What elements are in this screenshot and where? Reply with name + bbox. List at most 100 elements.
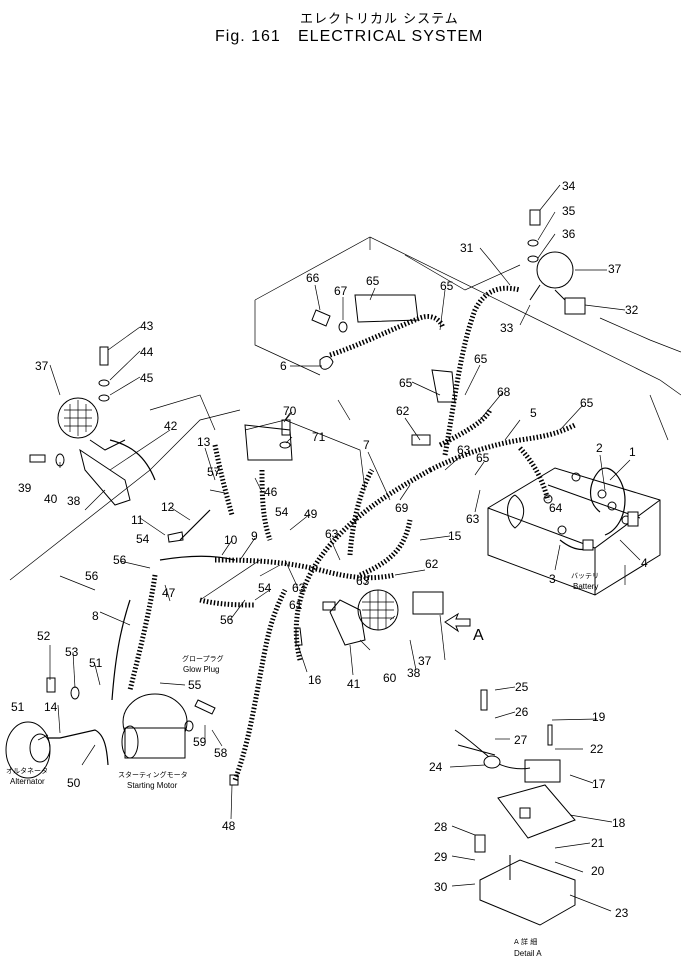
callout-63-e: 63 [356, 574, 370, 588]
callout-13: 13 [197, 435, 211, 449]
figure-title: ELECTRICAL SYSTEM [298, 28, 484, 45]
callout-22: 22 [590, 742, 604, 756]
callout-55: 55 [188, 678, 202, 692]
work-lamp-front [329, 589, 444, 646]
glow-plug-caption-jp: グロープラグ [182, 654, 224, 663]
wire-harness [40, 285, 577, 781]
starting-motor-caption-en: Starting Motor [127, 781, 178, 790]
work-lamp-left [57, 397, 131, 506]
callout-30: 30 [434, 880, 448, 894]
callout-68: 68 [497, 385, 511, 399]
part-callouts: 1 2 3 4 5 6 7 8 9 10 11 12 13 14 15 16 1… [11, 179, 648, 920]
battery-assembly [487, 467, 661, 596]
callout-62-a: 62 [396, 404, 410, 418]
callout-28: 28 [434, 820, 448, 834]
callout-20: 20 [591, 864, 605, 878]
callout-41: 41 [347, 677, 361, 691]
callout-65-b: 65 [440, 279, 454, 293]
callout-65-f: 65 [476, 451, 490, 465]
alternator-caption-jp: オルタネータ [6, 766, 48, 775]
starting-motor-caption-jp: スターティングモータ [118, 770, 188, 779]
callout-71: 71 [312, 430, 326, 444]
callout-12: 12 [161, 500, 175, 514]
callout-57: 57 [207, 465, 221, 479]
callout-5: 5 [530, 406, 537, 420]
callout-51-left: 51 [11, 700, 25, 714]
callout-11: 11 [131, 513, 144, 527]
callout-54-a: 54 [275, 505, 289, 519]
callout-29: 29 [434, 850, 448, 864]
battery-caption-jp: バッテリ [571, 572, 599, 580]
callout-36: 36 [562, 227, 576, 241]
callout-19: 19 [592, 710, 606, 724]
callout-18: 18 [612, 816, 626, 830]
detail-caption-en: Detail A [514, 949, 542, 958]
callout-54-c: 54 [258, 581, 272, 595]
callout-31: 31 [460, 241, 474, 255]
callout-60: 60 [383, 671, 397, 685]
callout-56-c: 56 [220, 613, 234, 627]
callout-10: 10 [224, 533, 238, 547]
glow-plug-caption-en: Glow Plug [183, 665, 219, 674]
component-captions: バッテリ Battery グロープラグ Glow Plug オルタネータ Alt… [6, 572, 599, 958]
callout-37-left: 37 [35, 359, 49, 373]
leader-lines [37, 184, 641, 912]
machine-outline [9, 236, 681, 601]
alternator [5, 721, 51, 779]
figure-number: Fig. 161 [215, 28, 281, 45]
callout-56-b: 56 [85, 569, 99, 583]
callout-65-c: 65 [474, 352, 488, 366]
view-arrow-a [444, 612, 471, 633]
callout-63-a: 63 [457, 443, 471, 457]
callout-69: 69 [395, 501, 409, 515]
callout-7: 7 [363, 438, 370, 452]
callout-23: 23 [615, 906, 629, 920]
callout-38-left: 38 [67, 494, 81, 508]
callout-63-d: 63 [292, 581, 306, 595]
alternator-caption-en: Alternator [10, 777, 45, 786]
callout-24: 24 [429, 760, 443, 774]
callout-38-front: 38 [407, 666, 421, 680]
callout-65-e: 65 [580, 396, 594, 410]
callout-6: 6 [280, 359, 287, 373]
callout-25: 25 [515, 680, 529, 694]
callout-66: 66 [306, 271, 320, 285]
callout-15: 15 [448, 529, 462, 543]
callout-49: 49 [304, 507, 318, 521]
callout-65-a: 65 [366, 274, 380, 288]
callout-34: 34 [562, 179, 576, 193]
callout-32: 32 [625, 303, 639, 317]
callout-16: 16 [308, 673, 322, 687]
callout-40: 40 [44, 492, 58, 506]
view-arrow-label: A [473, 627, 484, 644]
callout-45: 45 [140, 371, 154, 385]
callout-1: 1 [629, 445, 636, 459]
callout-26: 26 [515, 705, 529, 719]
callout-54-b: 54 [136, 532, 150, 546]
callout-56-a: 56 [113, 553, 127, 567]
callout-64: 64 [549, 501, 563, 515]
callout-51-mid: 51 [89, 656, 103, 670]
callout-62-b: 62 [425, 557, 439, 571]
callout-42: 42 [164, 419, 178, 433]
callout-33: 33 [500, 321, 514, 335]
callout-70: 70 [283, 404, 297, 418]
callout-21: 21 [591, 836, 605, 850]
callout-65-d: 65 [399, 376, 413, 390]
work-lamp-rear [529, 251, 586, 315]
battery-caption-en: Battery [573, 582, 598, 591]
callout-67: 67 [334, 284, 348, 298]
callout-63-c: 63 [325, 527, 339, 541]
callout-46: 46 [264, 485, 278, 499]
callout-3: 3 [549, 572, 556, 586]
callout-27: 27 [514, 733, 528, 747]
callout-43: 43 [140, 319, 154, 333]
callout-52: 52 [37, 629, 51, 643]
callout-37-front: 37 [418, 654, 432, 668]
callout-58: 58 [214, 746, 228, 760]
callout-14: 14 [44, 700, 58, 714]
callout-37-rear: 37 [608, 262, 622, 276]
callout-17: 17 [592, 777, 606, 791]
fasteners [29, 209, 541, 786]
